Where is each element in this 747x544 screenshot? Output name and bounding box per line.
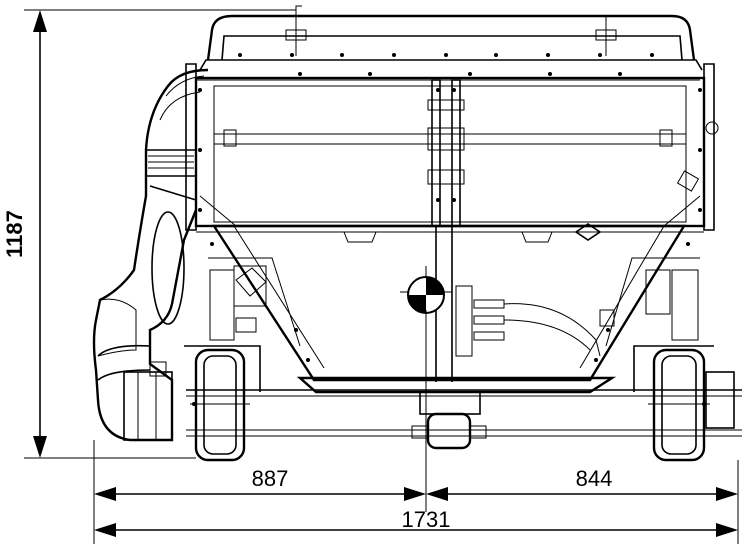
total-width-label: 1731 [402, 507, 451, 532]
dimension-height: 1187 [2, 9, 296, 459]
dimension-widths: 887 844 1731 [93, 310, 739, 544]
height-label: 1187 [2, 210, 27, 258]
machine-outline [92, 5, 742, 462]
right-width-label: 844 [576, 466, 613, 491]
center-of-gravity-icon [400, 266, 452, 314]
left-width-label: 887 [252, 466, 289, 491]
